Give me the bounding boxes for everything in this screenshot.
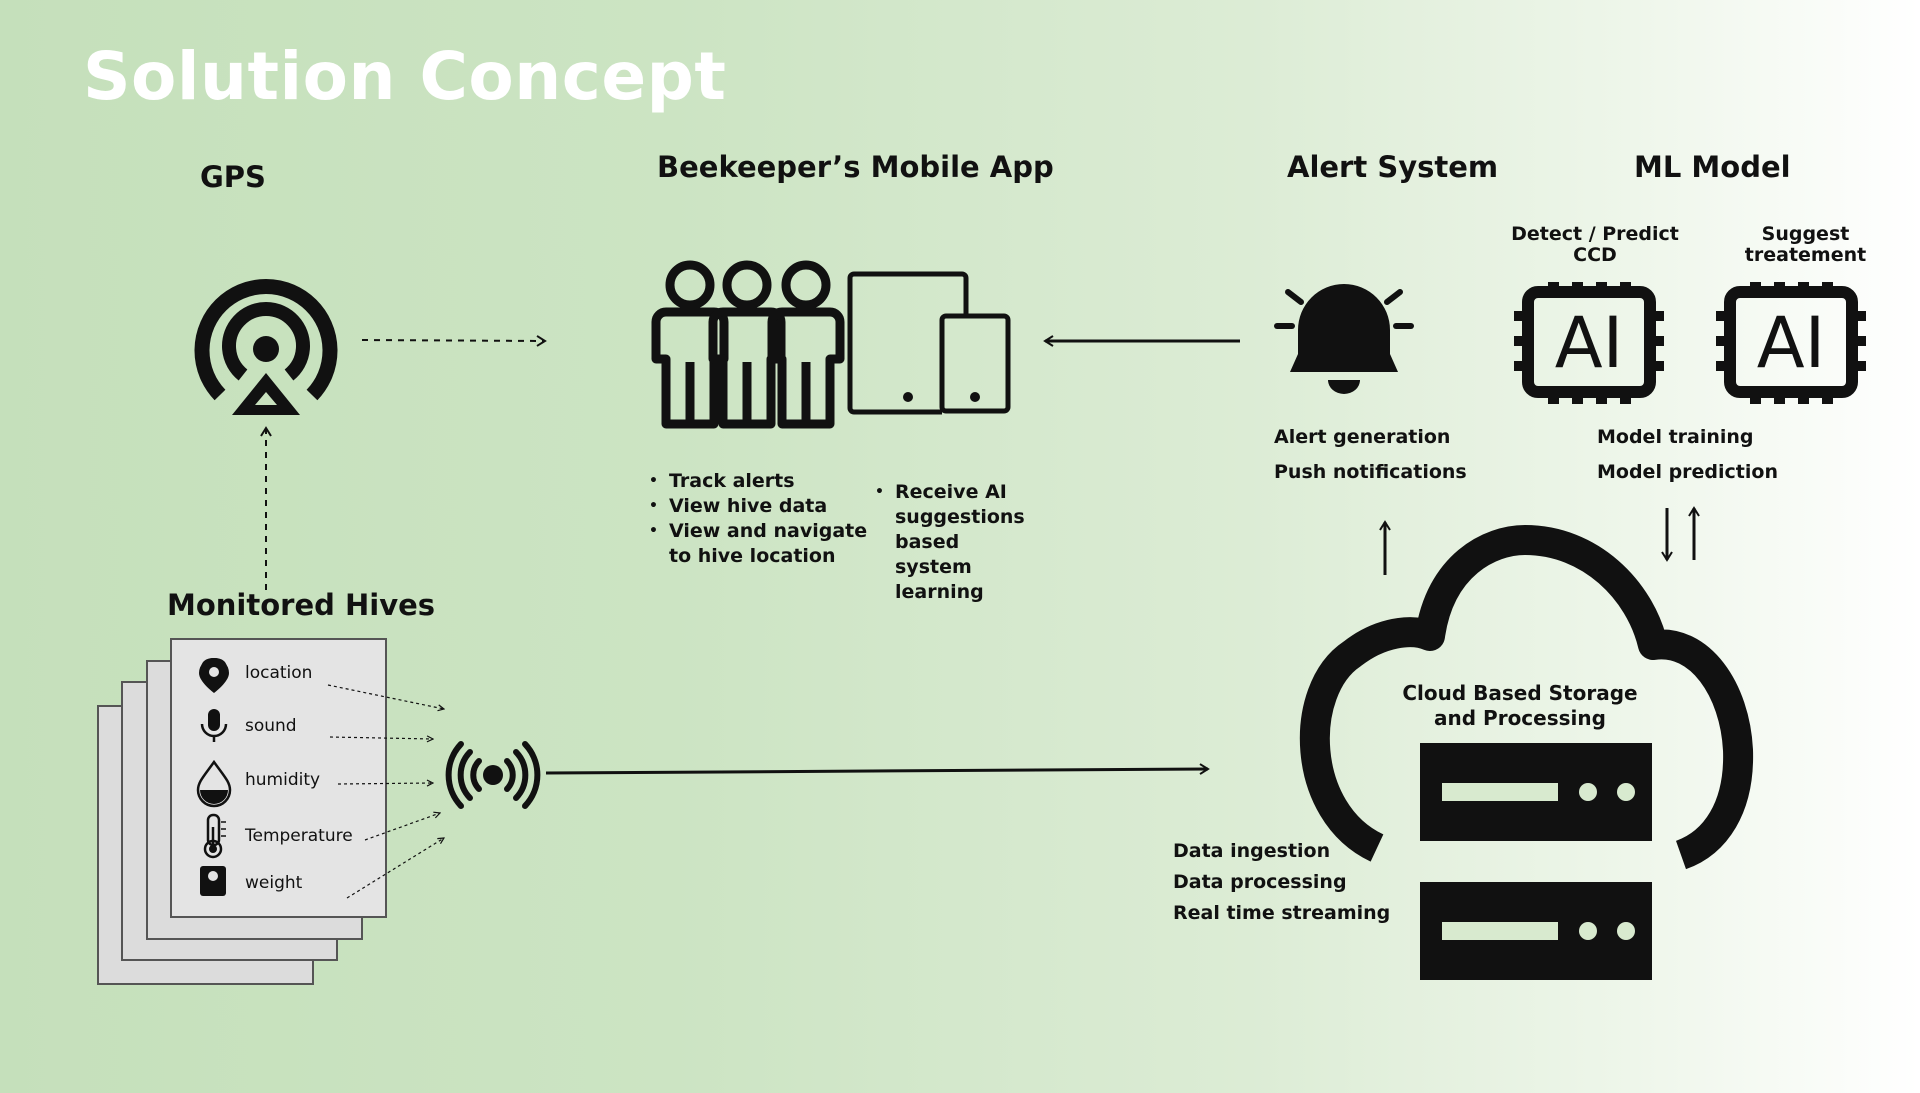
gps-heading: GPS	[200, 160, 266, 194]
ml-item: Model training	[1597, 426, 1754, 448]
feature-item: Receive AI suggestions based system lear…	[875, 480, 1035, 605]
ml-model-heading: ML Model	[1634, 150, 1791, 184]
chip-text: AI	[1555, 302, 1624, 384]
cloud-item: Real time streaming	[1173, 902, 1391, 924]
alert-item: Alert generation	[1274, 426, 1451, 448]
alert-item: Push notifications	[1274, 461, 1467, 483]
alert-system-heading: Alert System	[1287, 150, 1499, 184]
sensor-connectors	[327, 684, 444, 899]
scale-icon	[200, 866, 226, 896]
gps-signal-icon	[194, 279, 338, 415]
sensor-label: location	[245, 663, 313, 683]
ai-chip-icon: AI	[1514, 282, 1664, 404]
sensor-label: sound	[245, 716, 297, 736]
page-title: Solution Concept	[83, 38, 727, 115]
mobile-app-heading: Beekeeper’s Mobile App	[657, 150, 1054, 184]
suggest-treatment-label: Suggest treatement	[1744, 223, 1867, 266]
devices-icon	[847, 271, 1011, 415]
server-icon	[1420, 882, 1652, 980]
feature-item: View hive data	[649, 494, 879, 519]
cloud-icon	[1299, 525, 1754, 870]
cloud-label: Cloud Based Storage and Processing	[1402, 681, 1638, 730]
location-pin-icon	[199, 658, 229, 693]
sensor-label: Temperature	[245, 826, 353, 846]
ml-item: Model prediction	[1597, 461, 1778, 483]
detect-ccd-label: Detect / Predict CCD	[1511, 223, 1679, 266]
people-icon	[651, 260, 845, 429]
monitored-hives-heading: Monitored Hives	[167, 588, 436, 622]
bell-icon	[1274, 284, 1414, 394]
wireless-broadcast-icon	[445, 741, 541, 809]
feature-item: View and navigate to hive location	[649, 519, 879, 569]
sensor-label: humidity	[245, 770, 321, 790]
water-drop-icon	[196, 759, 232, 808]
gps-to-app-arrow	[361, 335, 547, 347]
app-features-right: Receive AI suggestions based system lear…	[875, 480, 1035, 605]
cloud-item: Data processing	[1173, 871, 1347, 893]
feature-item: Track alerts	[649, 469, 879, 494]
thermometer-icon	[203, 813, 226, 859]
hives-to-cloud-arrow	[545, 763, 1210, 775]
ai-chip-icon: AI	[1716, 282, 1866, 404]
sensor-label: weight	[245, 873, 303, 893]
server-icon	[1420, 743, 1652, 841]
cloud-item: Data ingestion	[1173, 840, 1331, 862]
microphone-icon	[200, 709, 228, 742]
app-features-left: Track alerts View hive data View and nav…	[649, 469, 879, 569]
chip-text: AI	[1757, 302, 1826, 384]
